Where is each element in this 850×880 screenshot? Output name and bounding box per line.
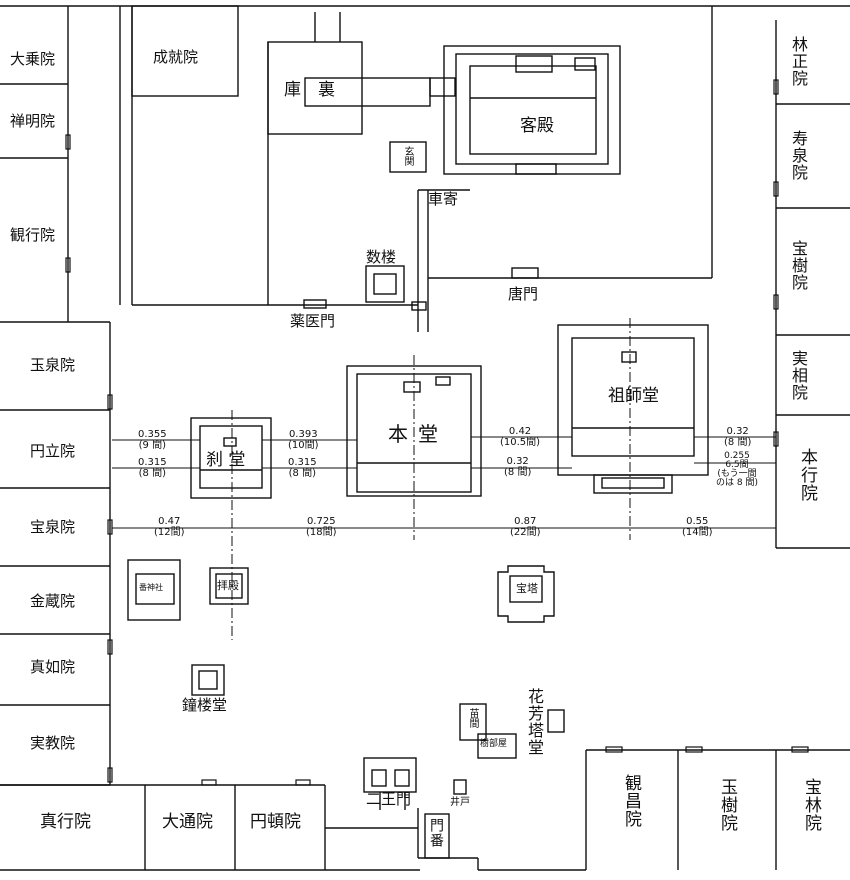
building-banjinja: 番神社	[139, 583, 163, 592]
subtemple-daitsuin: 大通院	[162, 812, 213, 832]
building-kurumayose: 車寄	[428, 190, 459, 208]
subtemple-jusenin: 寿泉院	[789, 130, 808, 181]
dim-setsudo-hondo-upper: 0.393(10間)	[288, 429, 319, 451]
subtemple-hosenin: 宝泉院	[30, 518, 76, 536]
dim-row-3: 0.87(22間)	[510, 516, 541, 538]
subtemple-endonin: 円頓院	[250, 812, 301, 832]
building-jojuin: 成就院	[153, 48, 199, 66]
building-shuro: 数楼	[366, 248, 397, 266]
building-soshido: 祖師堂	[608, 386, 659, 406]
building-haiden: 拝殿	[217, 579, 239, 592]
building-yakuimon: 薬医門	[290, 312, 336, 330]
building-kuri-1: 庫	[284, 80, 301, 100]
dim-row-1: 0.47(12間)	[154, 516, 185, 538]
subtemple-jissoin: 実相院	[789, 350, 808, 401]
building-karamon: 唐門	[508, 285, 539, 303]
building-hondo-1: 本	[388, 422, 408, 446]
building-kobo: 苗間	[467, 708, 478, 728]
subtemple-rinshoin: 林正院	[789, 36, 808, 87]
building-kahotodo: 花芳塔堂	[525, 688, 544, 756]
building-genkan: 玄関	[402, 146, 413, 166]
dim-hondo-soshido-upper: 0.42(10.5間)	[500, 426, 541, 448]
building-kyakuden: 客殿	[520, 116, 554, 136]
building-shorodo: 鐘楼堂	[182, 696, 228, 714]
subtemple-hojuin: 宝樹院	[789, 240, 808, 291]
subtemple-daijoin: 大乗院	[10, 50, 56, 68]
subtemple-shingyoin: 真行院	[40, 812, 91, 832]
subtemple-gyokujuin: 玉樹院	[717, 778, 737, 832]
subtemple-gyokusenin: 玉泉院	[30, 356, 76, 374]
building-kuri-2: 裏	[318, 80, 335, 100]
subtemple-shinnyoin: 真如院	[30, 658, 76, 676]
subtemple-jikkyoin: 実教院	[30, 734, 76, 752]
building-monban: 門番	[428, 818, 444, 848]
dim-row-4: 0.55(14間)	[682, 516, 713, 538]
dim-enryuin-setsudo-lower: 0.315(8 間)	[138, 457, 167, 479]
subtemple-horinin: 宝林院	[801, 778, 821, 832]
building-niomon: 二王門	[366, 790, 412, 808]
dim-setsudo-hondo-lower: 0.315(8 間)	[288, 457, 317, 479]
dim-soshido-hongyoin-upper: 0.32(8 間)	[724, 426, 752, 448]
dim-enryuin-setsudo-upper: 0.355(9 間)	[138, 429, 167, 451]
building-ido: 井戸	[450, 797, 470, 808]
subtemple-kangyoin: 観行院	[10, 226, 56, 244]
building-setsudo: 刹 堂	[206, 450, 246, 470]
subtemple-kanshoin: 観昌院	[621, 774, 641, 828]
building-hondo-2: 堂	[418, 422, 438, 446]
building-hoto: 宝塔	[516, 582, 538, 595]
subtemple-zenmyoin: 禅明院	[10, 112, 56, 130]
subtemple-konzoin: 金蔵院	[30, 592, 76, 610]
building-kashibeya: 樹部屋	[480, 739, 508, 749]
subtemple-enryuin: 円立院	[30, 442, 76, 460]
subtemple-hongyoin: 本行院	[797, 448, 817, 502]
dim-hondo-soshido-lower: 0.32(8 間)	[504, 456, 532, 478]
dim-row-2: 0.725(18間)	[306, 516, 337, 538]
